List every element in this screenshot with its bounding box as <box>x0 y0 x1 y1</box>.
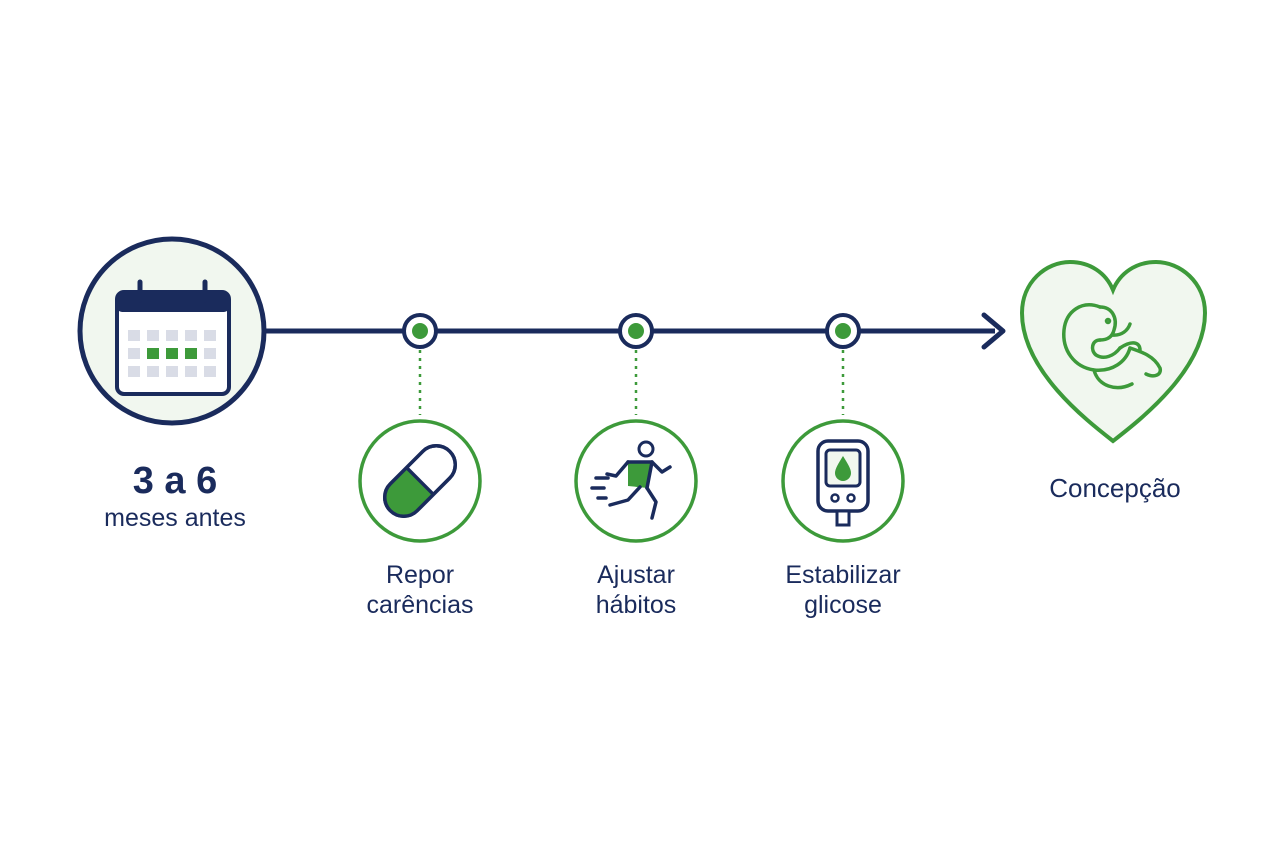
timeline-arrowhead <box>981 312 1006 350</box>
capsule-icon <box>358 419 482 543</box>
start-label-line2: meses antes <box>104 504 246 532</box>
fetus-in-heart-icon <box>1019 259 1208 444</box>
step-label-1: Repor carências <box>320 560 520 620</box>
step-label-1-line2: carências <box>366 591 474 619</box>
step-label-2-line2: hábitos <box>595 591 677 619</box>
calendar-icon <box>77 236 267 426</box>
step-label-3-line1: Estabilizar <box>785 561 901 589</box>
step-marker-3 <box>825 313 861 415</box>
end-label: Concepção <box>1049 473 1181 503</box>
step-label-2: Ajustar hábitos <box>536 560 736 620</box>
running-person-icon <box>574 419 698 543</box>
step-label-2-line1: Ajustar <box>597 561 675 589</box>
glucose-meter-icon <box>781 419 905 543</box>
start-label-line1: 3 a 6 <box>132 460 218 502</box>
step-marker-2 <box>618 313 654 415</box>
step-label-3: Estabilizar glicose <box>743 560 943 620</box>
start-label: 3 a 6 meses antes <box>60 458 290 532</box>
step-marker-1 <box>402 313 438 415</box>
step-label-3-line2: glicose <box>804 591 882 619</box>
step-label-1-line1: Repor <box>385 561 455 589</box>
